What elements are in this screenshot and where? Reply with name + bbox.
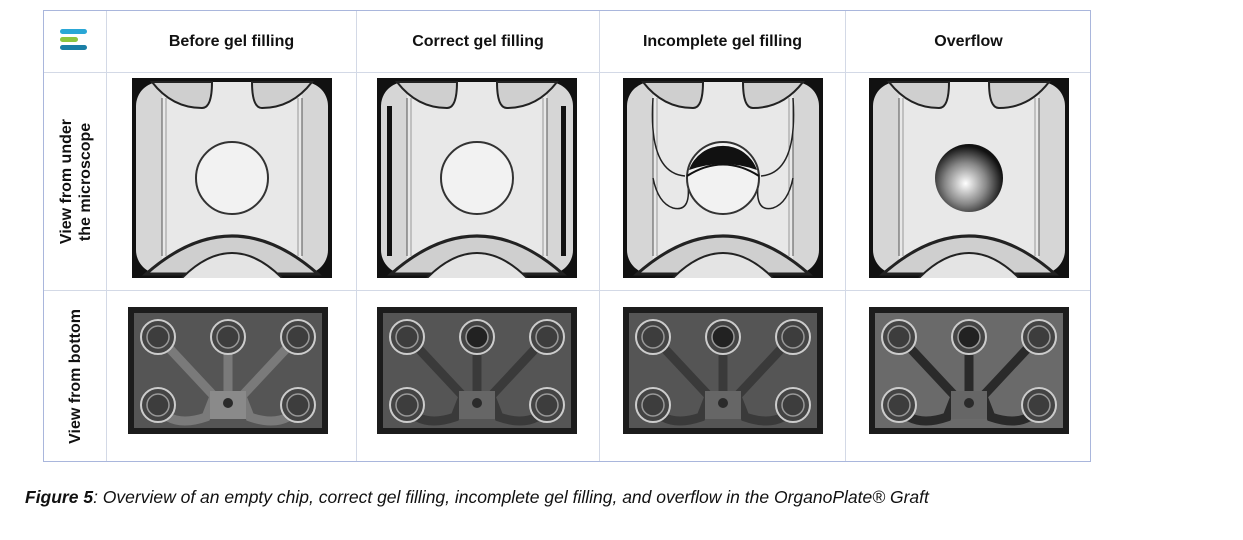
chip-bottom-view bbox=[377, 307, 577, 434]
row-label-line1: View from bottom bbox=[67, 309, 84, 444]
microscope-image-overflow bbox=[869, 78, 1069, 278]
figure-caption: Figure 5: Overview of an empty chip, cor… bbox=[25, 487, 929, 508]
caption-label: Figure 5 bbox=[25, 487, 94, 507]
microscope-image-correct bbox=[377, 78, 577, 278]
bottom-image-before bbox=[128, 307, 328, 434]
logo-icon bbox=[60, 29, 87, 53]
column-header-before: Before gel filling bbox=[168, 33, 295, 50]
row-label-line1: View from under bbox=[57, 118, 75, 245]
microscope-image-incomplete bbox=[623, 78, 823, 278]
microscope-image-before bbox=[132, 78, 332, 278]
bottom-image-overflow bbox=[869, 307, 1069, 434]
caption-text: : Overview of an empty chip, correct gel… bbox=[93, 487, 929, 507]
column-header-incomplete: Incomplete gel filling bbox=[642, 33, 803, 50]
chip-bottom-view bbox=[128, 307, 328, 434]
microscope-view bbox=[132, 78, 332, 278]
row-label-line2: the microscope bbox=[76, 122, 94, 241]
bottom-image-incomplete bbox=[623, 307, 823, 434]
microscope-view bbox=[869, 78, 1069, 278]
figure-table: Before gel filling Correct gel filling I… bbox=[43, 10, 1091, 462]
microscope-view bbox=[377, 78, 577, 278]
column-header-correct: Correct gel filling bbox=[412, 33, 544, 50]
chip-bottom-view bbox=[623, 307, 823, 434]
chip-bottom-view bbox=[869, 307, 1069, 434]
bottom-image-correct bbox=[377, 307, 577, 434]
microscope-view bbox=[623, 78, 823, 278]
row-label-bottom: View from bottom bbox=[44, 291, 107, 462]
column-header-overflow: Overflow bbox=[934, 33, 1003, 50]
